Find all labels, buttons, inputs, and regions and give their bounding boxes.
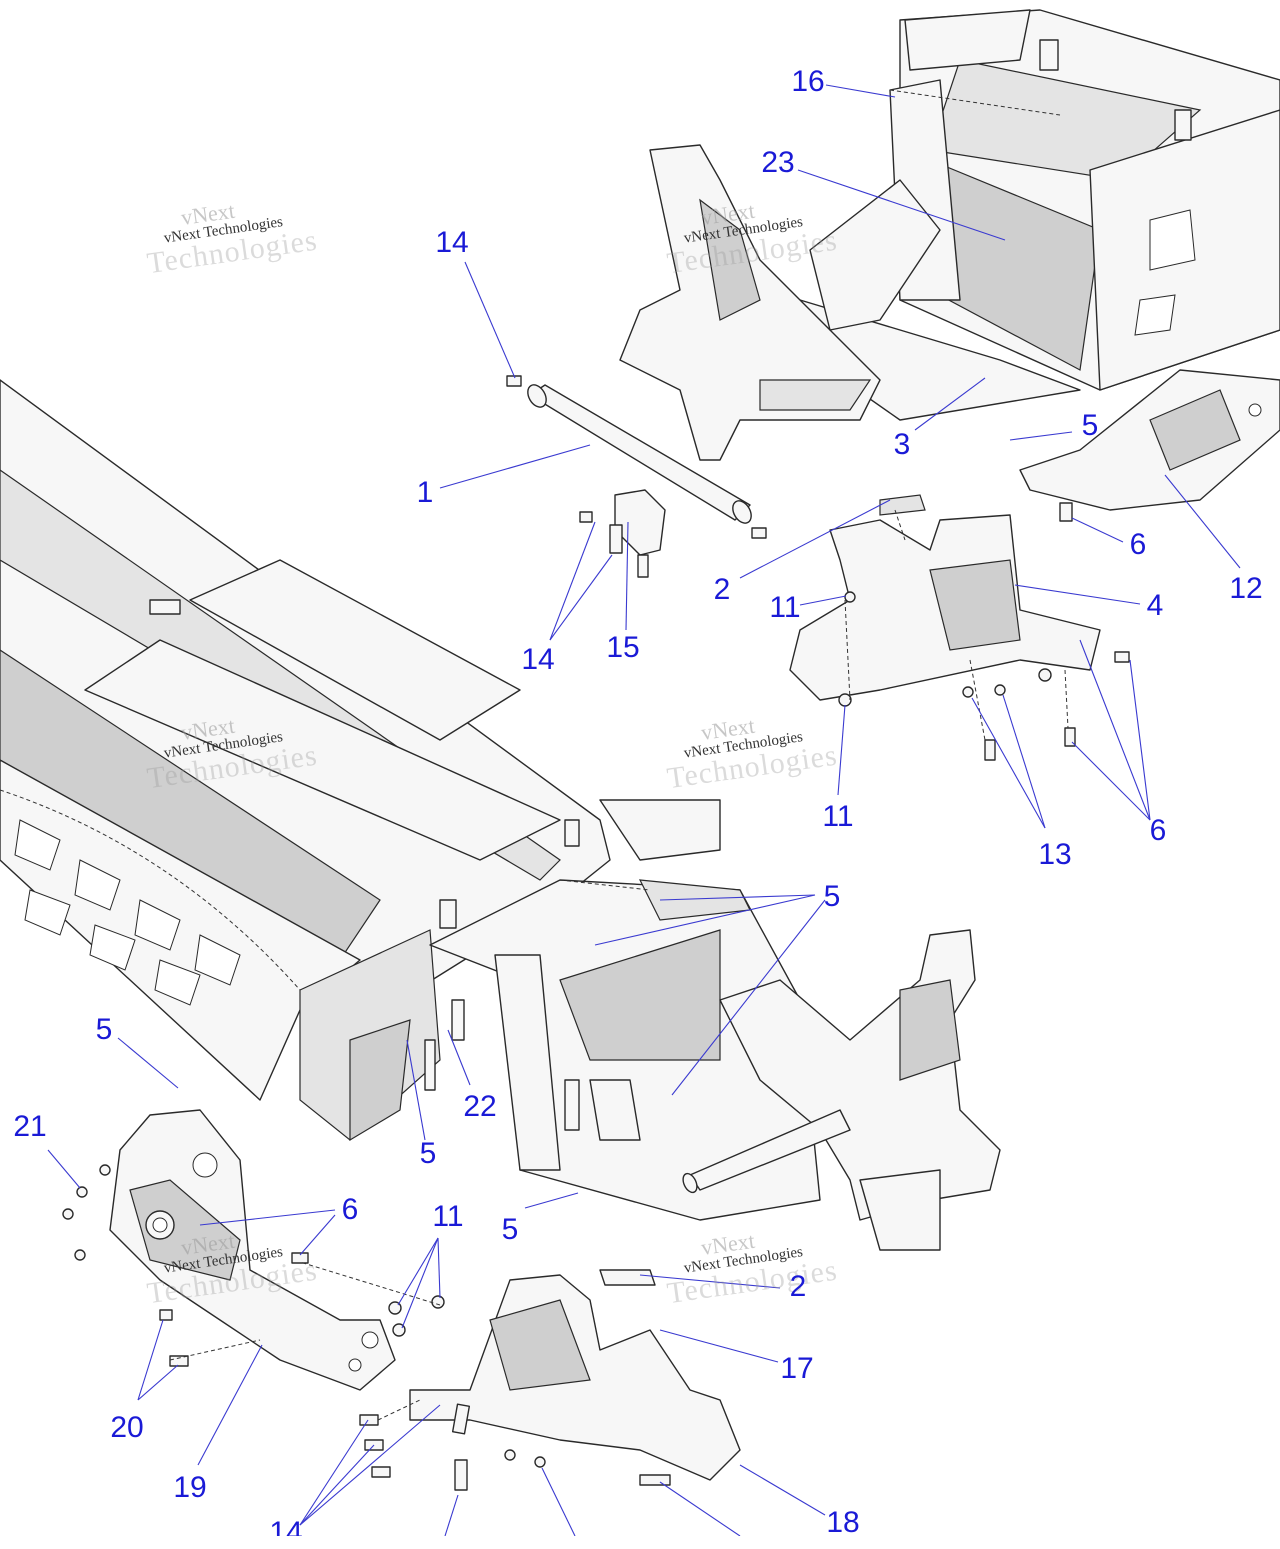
- callout-22: 22: [463, 1090, 497, 1123]
- tunnel-rail-assembly: [0, 379, 611, 1142]
- lower-bulkhead-assembly: [429, 799, 821, 1221]
- callout-16: 16: [791, 65, 825, 98]
- callout-5: 5: [1081, 409, 1099, 442]
- lower-mount-bracket: [409, 1269, 741, 1481]
- callout-23: 23: [761, 146, 795, 179]
- callout-11: 11: [769, 591, 801, 624]
- callout-1: 1: [416, 476, 434, 509]
- callout-3: 3: [893, 428, 911, 461]
- upper-spindle-frame: [619, 144, 941, 461]
- lower-spindle-frame: [682, 929, 1001, 1251]
- callout-14: 14: [435, 226, 469, 259]
- upper-suspension-bracket: [1019, 369, 1280, 511]
- leader-lines: [47, 84, 1241, 1536]
- callout-5: 5: [95, 1013, 113, 1046]
- callout-14: 14: [521, 643, 555, 676]
- callout-6: 6: [1149, 814, 1167, 847]
- callout-17: 17: [780, 1352, 814, 1385]
- callout-12: 12: [1229, 572, 1263, 605]
- callout-4: 4: [1146, 589, 1164, 622]
- callout-2: 2: [713, 573, 731, 606]
- assembly-lines: [169, 509, 1069, 1421]
- callout-5: 5: [419, 1137, 437, 1170]
- rail-cutouts: [14, 819, 241, 1006]
- callout-5: 5: [501, 1213, 519, 1246]
- callout-19: 19: [173, 1471, 207, 1504]
- callout-5: 5: [823, 880, 841, 913]
- callout-11: 11: [432, 1200, 464, 1233]
- cross-tube: [527, 384, 752, 524]
- upper-mount-bracket: [789, 494, 1101, 707]
- callout-20: 20: [110, 1411, 144, 1444]
- callout-15: 15: [606, 631, 640, 664]
- callout-18: 18: [826, 1506, 860, 1539]
- callout-11: 11: [822, 800, 854, 833]
- callout-21: 21: [13, 1110, 47, 1143]
- side-plate: [109, 1109, 396, 1391]
- small-bracket: [609, 489, 666, 578]
- callout-14: 14: [269, 1516, 303, 1549]
- callout-6: 6: [1129, 528, 1147, 561]
- callout-2: 2: [789, 1270, 807, 1303]
- callout-6: 6: [341, 1193, 359, 1226]
- callout-13: 13: [1038, 838, 1072, 871]
